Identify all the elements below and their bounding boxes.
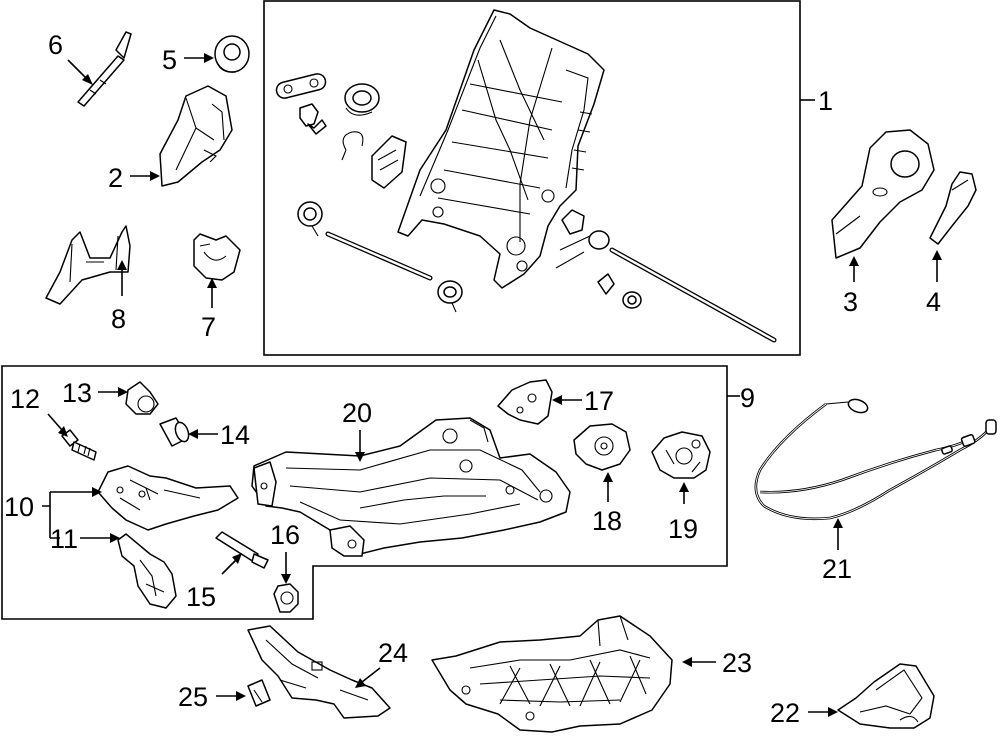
seatback-frame-group-box — [263, 0, 801, 356]
part-3-shield — [831, 129, 935, 259]
callout-24: 24 — [378, 638, 408, 668]
callout-4: 4 — [926, 287, 941, 317]
callout-6: 6 — [48, 30, 63, 60]
callout-14: 14 — [220, 420, 250, 450]
callout-8: 8 — [111, 304, 126, 334]
part-6-pin — [77, 31, 132, 107]
part-8-bracket — [45, 225, 131, 305]
callout-17: 17 — [584, 386, 614, 416]
leader-lines — [42, 53, 942, 717]
part-17-latch — [497, 379, 553, 425]
callout-10: 10 — [4, 492, 34, 522]
callout-25: 25 — [178, 682, 208, 712]
part-1-seatback-frame — [275, 9, 777, 343]
part-18-gearbox — [573, 423, 631, 471]
callout-23: 23 — [722, 648, 752, 678]
part-10-bracket — [97, 465, 239, 531]
part-14-collar — [159, 417, 190, 447]
part-12-bolt — [61, 429, 97, 461]
callout-22: 22 — [770, 698, 800, 728]
callout-3: 3 — [843, 287, 858, 317]
callout-18: 18 — [592, 506, 622, 536]
part-5-bushing — [214, 35, 250, 73]
part-19-actuator — [651, 431, 711, 479]
part-21-cable — [754, 398, 997, 521]
callout-19: 19 — [668, 514, 698, 544]
callout-7: 7 — [201, 312, 216, 342]
callout-13: 13 — [62, 378, 92, 408]
part-22-tray — [837, 663, 935, 729]
callout-20: 20 — [342, 398, 372, 428]
part-20-seat-track — [251, 417, 571, 557]
callout-5: 5 — [162, 45, 177, 75]
callout-9: 9 — [740, 383, 755, 413]
part-23-cushion-frame — [431, 615, 673, 733]
callout-labels: 1 2 3 4 5 6 7 8 9 10 11 12 13 14 15 16 1… — [4, 30, 941, 728]
part-11-bracket — [117, 533, 177, 609]
callout-21: 21 — [822, 554, 852, 584]
callout-16: 16 — [270, 520, 300, 550]
callout-1: 1 — [818, 86, 833, 116]
part-4-knob — [929, 171, 977, 245]
seat-track-group-box — [1, 365, 728, 620]
part-15-pin — [215, 531, 269, 569]
part-16-nut — [273, 583, 299, 613]
callout-2: 2 — [108, 163, 123, 193]
part-25-clip — [247, 679, 271, 707]
part-13-bushing — [125, 381, 159, 415]
part-7-cover — [193, 233, 241, 281]
callout-11: 11 — [50, 524, 78, 554]
part-24-trim — [247, 625, 391, 719]
callout-12: 12 — [10, 384, 40, 414]
part-2-cover — [159, 85, 233, 187]
callout-15: 15 — [186, 582, 216, 612]
